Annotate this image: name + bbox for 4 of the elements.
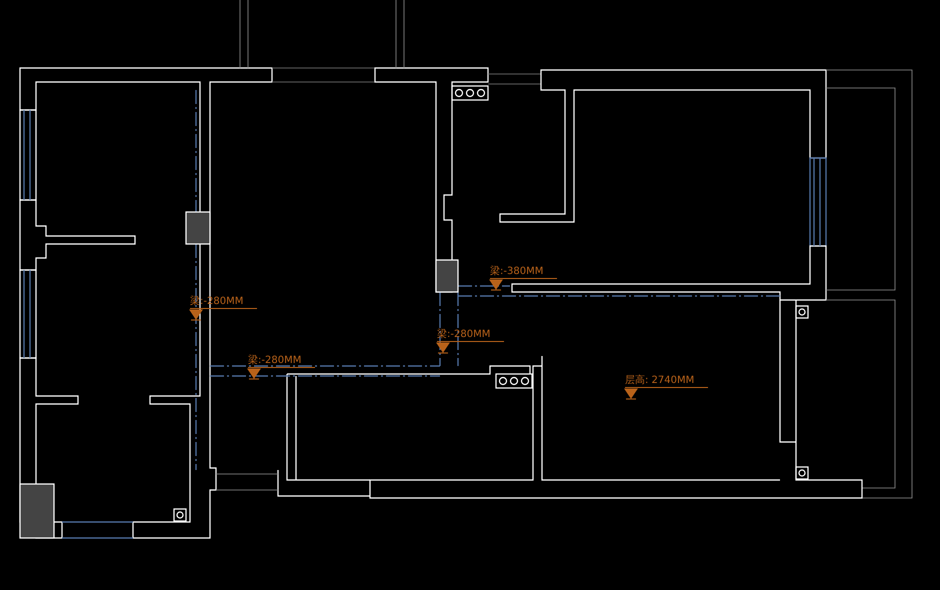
- beam-level-note: 梁:-280MM: [248, 355, 316, 368]
- beam-level-note: 梁:-280MM: [437, 329, 504, 342]
- beam-level-note: 梁:-380MM: [490, 266, 558, 279]
- ceiling-height-note: 层高: 2740MM: [625, 375, 708, 388]
